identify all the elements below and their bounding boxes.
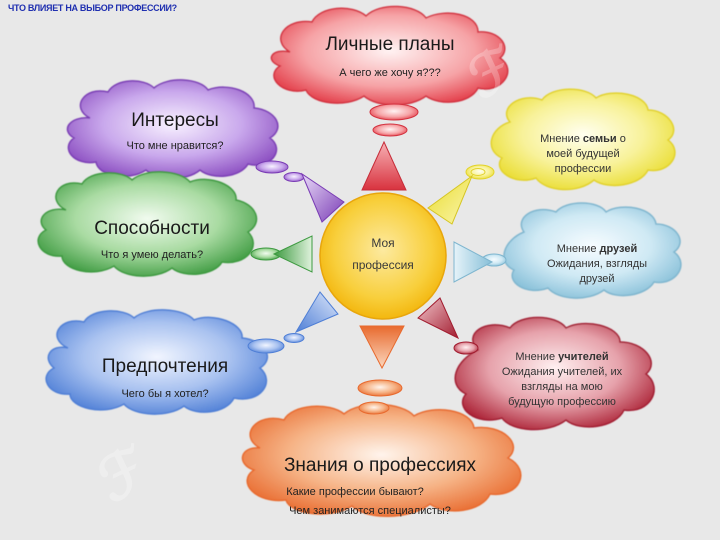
teachers-line1-b: учителей xyxy=(558,351,609,363)
family-text: Мнение семьи о моей будущей профессии xyxy=(508,132,658,177)
cloud-interests xyxy=(66,79,305,182)
personal-plans-title: Личные планы xyxy=(325,34,455,55)
knowledge-title: Знания о профессиях xyxy=(283,455,477,476)
preferences-title: Предпочтения xyxy=(101,356,229,377)
center-circle xyxy=(319,192,447,320)
center-label-line2: профессия xyxy=(352,258,414,272)
cloud-preferences xyxy=(45,309,305,415)
teachers-line3: взгляды на мою xyxy=(521,381,603,393)
arrow-down xyxy=(359,325,405,370)
family-line2: моей будущей xyxy=(546,148,620,160)
abilities-subtitle: Что я умею делать? xyxy=(100,249,204,261)
teachers-line1: Мнение учителей xyxy=(482,350,642,365)
arrow-right xyxy=(453,241,494,283)
cloud-abilities xyxy=(37,171,282,277)
center-arrows xyxy=(272,140,494,370)
page-title: ЧТО ВЛИЯЕТ НА ВЫБОР ПРОФЕССИИ? xyxy=(8,3,177,13)
teachers-line1-a: Мнение xyxy=(515,351,559,363)
teachers-line2: Ожидания учителей, их xyxy=(501,366,623,378)
cloud-family xyxy=(465,88,676,191)
arrow-down-left xyxy=(294,291,339,334)
family-line1-c: о xyxy=(616,133,626,145)
center-label-line1: Моя xyxy=(371,236,395,250)
family-line3: профессии xyxy=(554,163,612,175)
arrow-up-left xyxy=(300,172,345,223)
teachers-line4: будущую профессию xyxy=(508,396,616,408)
arrow-left xyxy=(272,235,313,273)
family-line1-b: семьи xyxy=(582,133,617,145)
personal-plans-subtitle: А чего же хочу я??? xyxy=(339,67,441,79)
center-label: Моя профессия xyxy=(330,232,436,276)
family-line1-a: Мнение xyxy=(540,133,583,145)
interests-subtitle: Что мне нравится? xyxy=(126,140,224,152)
friends-line3: друзей xyxy=(579,273,615,285)
abilities-title: Способности xyxy=(94,218,210,239)
family-line1: Мнение семьи о xyxy=(508,132,658,147)
knowledge-line2: Чем занимаются специалисты? xyxy=(289,505,451,517)
cloud-personal-plans xyxy=(270,5,509,137)
arrow-down-right xyxy=(417,297,460,340)
preferences-subtitle: Чего бы я хотел? xyxy=(121,388,209,400)
friends-text: Мнение друзей Ожидания, взгляды друзей xyxy=(522,242,672,287)
friends-line1-a: Мнение xyxy=(556,243,600,255)
arrow-up xyxy=(361,140,407,191)
friends-line2: Ожидания, взгляды xyxy=(546,258,648,270)
cloud-knowledge xyxy=(241,379,522,517)
cloud-teachers xyxy=(453,316,655,431)
arrow-up-right xyxy=(427,174,474,225)
cloud-friends xyxy=(481,202,682,299)
friends-line1: Мнение друзей xyxy=(522,242,672,257)
interests-title: Интересы xyxy=(131,110,219,131)
teachers-text: Мнение учителей Ожидания учителей, их вз… xyxy=(482,350,642,410)
knowledge-line1: Какие профессии бывают? xyxy=(286,486,424,498)
friends-line1-b: друзей xyxy=(599,243,638,255)
